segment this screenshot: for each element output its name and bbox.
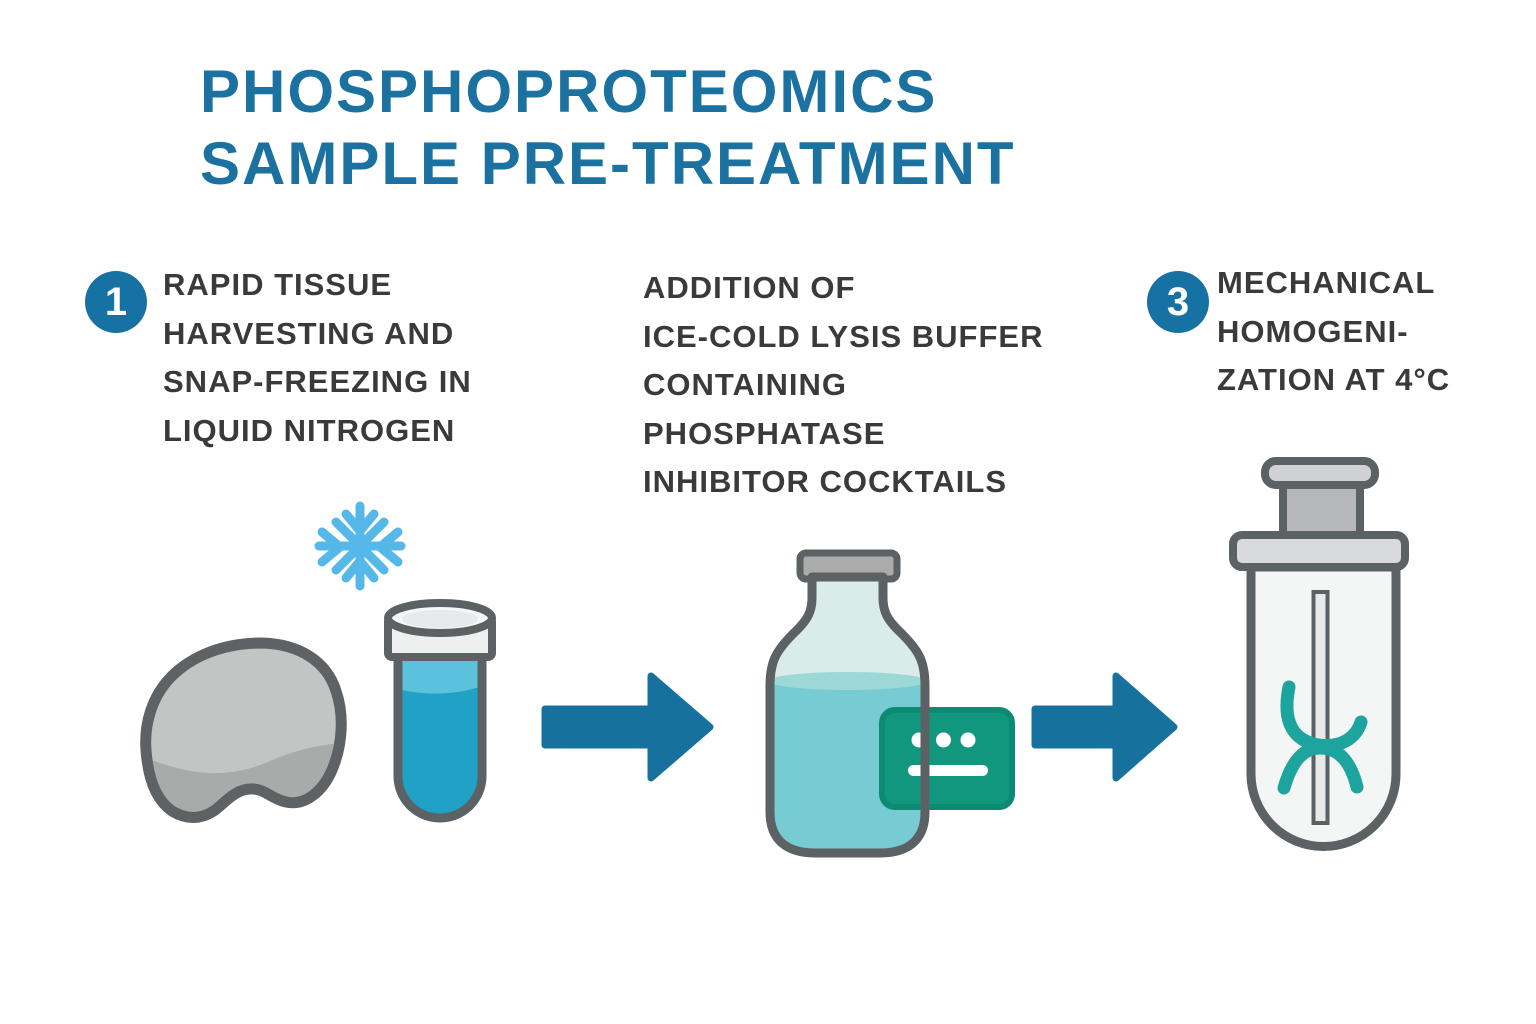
step-1-line: SNAP-FREEZING IN [163, 364, 472, 399]
page-title-line-2: SAMPLE PRE-TREATMENT [200, 130, 1016, 197]
reagent-bottle-icon [765, 549, 1015, 858]
tissue-sample-icon [140, 637, 347, 823]
arrow-right-icon [541, 672, 714, 782]
homogenizer-icon [1229, 457, 1409, 851]
step-2-line: ICE-COLD LYSIS BUFFER [643, 318, 1044, 354]
step-1-line: HARVESTING AND [163, 315, 455, 351]
page-title: PHOSPHOPROTEOMICS SAMPLE PRE-TREATMENT [200, 56, 1016, 200]
step-1-description: RAPID TISSUE HARVESTING AND SNAP-FREEZIN… [163, 261, 472, 455]
step-3-line: HOMOGENI- [1217, 313, 1409, 349]
step-3-line: MECHANICAL [1217, 265, 1436, 300]
step-3-badge: 3 [1147, 271, 1209, 333]
arrow-right-icon [1031, 672, 1178, 782]
test-tube-icon [384, 599, 496, 823]
step-3-line: ZATION AT 4°C [1217, 362, 1451, 397]
label-card-icon [879, 707, 1015, 810]
step-3-description: MECHANICAL HOMOGENI- ZATION AT 4°C [1217, 259, 1450, 405]
step-2-line: ADDITION OF [643, 270, 856, 305]
step-1-line: RAPID TISSUE [163, 267, 393, 302]
step-1-badge: 1 [85, 271, 147, 333]
step-1-line: LIQUID NITROGEN [163, 412, 456, 448]
step-2-description: ADDITION OF ICE-COLD LYSIS BUFFER CONTAI… [643, 264, 1044, 507]
step-2-line: CONTAINING [643, 367, 848, 402]
page-title-line-1: PHOSPHOPROTEOMICS [200, 58, 938, 125]
step-2-line: INHIBITOR COCKTAILS [643, 464, 1008, 499]
snowflake-icon [314, 501, 406, 591]
step-2-line: PHOSPHATASE [643, 415, 886, 451]
